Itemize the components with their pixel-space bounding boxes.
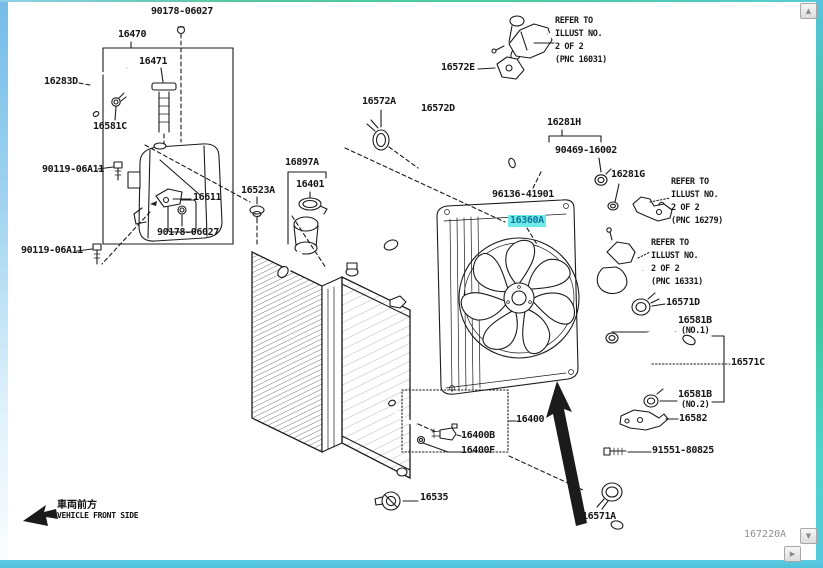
part-label-90469-16002[interactable]: 90469-16002	[555, 145, 617, 156]
vehicle-front-cjk-text: 車両前方	[57, 500, 97, 511]
part-label-16571c[interactable]: 16571C	[731, 357, 765, 368]
part-label-16401[interactable]: 16401	[296, 179, 325, 190]
part-label-suffix: (NO.2)	[681, 400, 710, 410]
up-arrow-icon: ▲	[805, 7, 812, 15]
window-border-bottom	[0, 560, 823, 568]
scroll-up-button[interactable]: ▲	[800, 3, 817, 19]
part-label-16581b-no-1-[interactable]: 16581B(NO.1)	[678, 315, 712, 336]
part-label-refer-to-illust-no-2-of-2-pnc-16331-: REFER TO ILLUST NO. 2 OF 2 (PNC 16331)	[651, 238, 703, 287]
hose-16572e-icon	[477, 56, 525, 80]
vehicle-front-arrow	[23, 505, 58, 526]
part-label-90178-06027[interactable]: 90178-06027	[151, 6, 213, 17]
bolt-90119-upper-icon	[97, 161, 123, 181]
part-label-16283d[interactable]: 16283D	[44, 76, 78, 87]
figure-code: 167220A	[744, 529, 787, 540]
part-label-16897a[interactable]: 16897A	[285, 157, 319, 168]
window-border-left	[0, 0, 8, 568]
part-label-16400[interactable]: 16400	[516, 414, 545, 425]
part-label-91551-80825[interactable]: 91551-80825	[652, 445, 714, 456]
part-label-refer-to-illust-no-2-of-2-pnc-16279-: REFER TO ILLUST NO. 2 OF 2 (PNC 16279)	[671, 177, 723, 226]
part-label-90119-06a11[interactable]: 90119-06A11	[42, 164, 104, 175]
clamp-16571d-icon	[631, 292, 666, 316]
window-border-top	[0, 0, 823, 2]
vehicle-front-note: 車両前方 VEHICLE FRONT SIDE	[57, 500, 139, 521]
water-outlet-drawing	[491, 15, 561, 59]
clamp-16572a-icon	[366, 109, 419, 169]
clamp-16281g-icon	[607, 183, 620, 211]
bolt-91551-icon	[603, 447, 652, 456]
scroll-right-button[interactable]: ▶	[784, 546, 801, 562]
clamp-90469-icon	[594, 157, 612, 186]
part-label-16572d[interactable]: 16572D	[421, 103, 455, 114]
grommet-16523a-icon	[249, 196, 265, 248]
part-label-16470[interactable]: 16470	[118, 29, 147, 40]
filler-neck-drawing	[277, 171, 328, 278]
clamp-16571a-icon	[596, 482, 623, 510]
scroll-down-button[interactable]: ▼	[800, 528, 817, 544]
part-label-16572e[interactable]: 16572E	[441, 62, 475, 73]
part-label-16281g[interactable]: 16281G	[611, 169, 645, 180]
part-label-16360a[interactable]: 16360A	[508, 215, 546, 227]
clamp-16581c-icon	[111, 92, 127, 121]
drain-cock-16400b-group	[401, 389, 517, 453]
fan-assembly-drawing	[344, 147, 580, 395]
part-label-90178-06027[interactable]: 90178-06027	[157, 227, 219, 238]
part-label-16571a[interactable]: 16571A	[582, 511, 616, 522]
water-inlet-pnc16331-drawing	[596, 227, 651, 295]
part-label-16611[interactable]: 16611	[193, 192, 222, 203]
leader-96136	[532, 169, 543, 189]
part-label-16523a[interactable]: 16523A	[241, 185, 275, 196]
part-label-16571d[interactable]: 16571D	[666, 297, 700, 308]
reserve-tank-drawing	[76, 25, 251, 265]
radiator-drawing	[251, 250, 417, 480]
clamp-16581b-no2-icon	[643, 388, 678, 408]
window-border-right	[816, 0, 823, 568]
part-label-16471[interactable]: 16471	[139, 56, 168, 67]
part-label-refer-to-illust-no-2-of-2-pnc-16031-: REFER TO ILLUST NO. 2 OF 2 (PNC 16031)	[555, 16, 607, 65]
drain-plug-16535-icon	[374, 491, 419, 511]
part-label-16400f[interactable]: 16400F	[461, 445, 495, 456]
bracket-16582-icon	[619, 409, 679, 431]
bracket-pnc16279-icon	[632, 196, 673, 222]
leader-dashed-16571a	[508, 455, 584, 491]
part-label-suffix: (NO.1)	[681, 326, 710, 336]
part-label-16581b-no-2-[interactable]: 16581B(NO.2)	[678, 389, 712, 410]
part-label-16582[interactable]: 16582	[679, 413, 708, 424]
pointer-arrow	[546, 381, 587, 526]
down-arrow-icon: ▼	[805, 532, 812, 540]
right-arrow-icon: ▶	[789, 550, 796, 558]
part-label-90119-06a11[interactable]: 90119-06A11	[21, 245, 83, 256]
bolt-90119-lower-icon	[76, 243, 102, 265]
part-label-96136-41901[interactable]: 96136-41901	[492, 189, 554, 200]
vehicle-front-en-text: VEHICLE FRONT SIDE	[57, 511, 139, 520]
part-label-16572a[interactable]: 16572A	[362, 96, 396, 107]
part-label-16535[interactable]: 16535	[420, 492, 449, 503]
part-label-16281h[interactable]: 16281H	[547, 117, 581, 128]
bracket-16611-icon	[150, 188, 192, 208]
part-label-16400b[interactable]: 16400B	[461, 430, 495, 441]
part-label-16581c[interactable]: 16581C	[93, 121, 127, 132]
